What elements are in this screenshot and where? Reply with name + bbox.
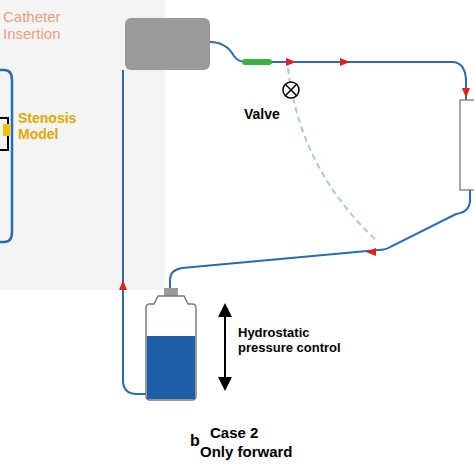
height-arrow bbox=[224, 310, 226, 384]
stenosis-model-label: Stenosis Model bbox=[18, 110, 88, 142]
case-subtitle: Only forward bbox=[200, 443, 340, 460]
reservoir-label: Hydrostatic pressure control bbox=[238, 326, 366, 356]
stenosis-segment bbox=[3, 124, 10, 136]
supply-tube bbox=[210, 42, 466, 100]
case-title: Case 2 bbox=[210, 424, 330, 441]
valve-node: Valve bbox=[244, 106, 304, 125]
flow-sensor bbox=[242, 59, 272, 65]
pump-box bbox=[125, 18, 210, 70]
stenosis-model-node: Stenosis Model bbox=[18, 110, 88, 145]
drain-tube bbox=[170, 190, 470, 292]
reservoir-bottle bbox=[146, 288, 196, 400]
right-chamber bbox=[460, 100, 474, 190]
catheter-label: Catheter Insertion bbox=[3, 8, 83, 43]
stenosis-tube bbox=[0, 70, 12, 242]
flow-arrows bbox=[119, 58, 470, 290]
valve-label: Valve bbox=[244, 106, 304, 122]
bypass-tube bbox=[288, 68, 378, 242]
reservoir-node: Hydrostatic pressure control bbox=[238, 326, 366, 358]
valve-symbol bbox=[283, 82, 299, 98]
